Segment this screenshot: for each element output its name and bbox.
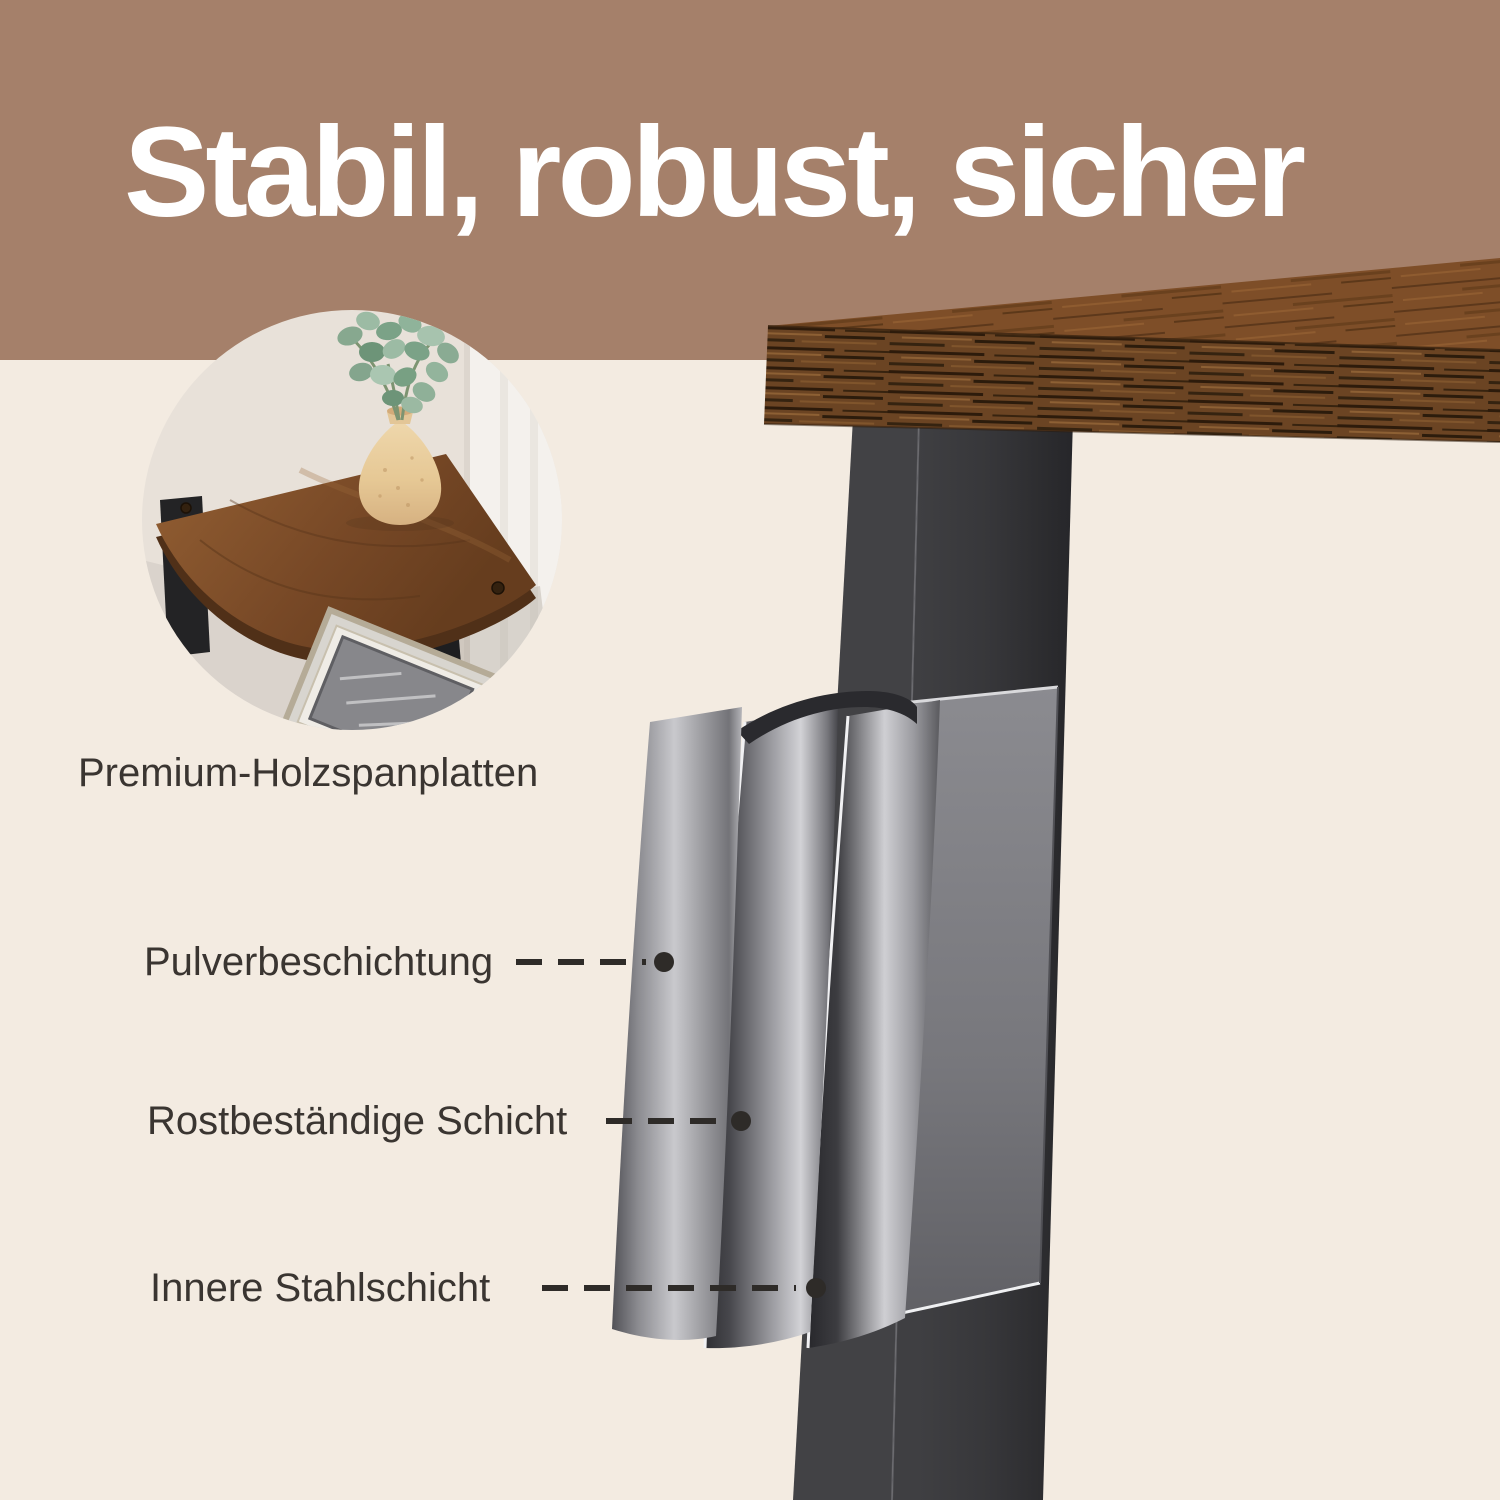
callout-label-inner-steel: Innere Stahlschicht <box>150 1266 491 1310</box>
tabletop <box>763 258 1500 443</box>
eucalyptus-plant <box>337 311 459 421</box>
callout-leaders <box>516 952 826 1298</box>
page-title: Stabil, robust, sicher <box>124 101 1306 244</box>
sheet-curl-top <box>737 691 917 744</box>
powder-coating-sheet-layer <box>612 707 742 1340</box>
picture-frame <box>278 606 505 730</box>
screw-hole <box>491 581 505 595</box>
inset-caption: Premium-Holzspanplatten <box>78 751 539 795</box>
inset-photo <box>142 310 562 730</box>
leader-dot-powder-coating <box>654 952 674 972</box>
callout-label-rust-resistant: Rostbeständige Schicht <box>147 1099 568 1143</box>
leader-dot-rust-resistant <box>731 1111 751 1131</box>
leader-dot-inner-steel <box>806 1278 826 1298</box>
callout-label-powder-coating: Pulverbeschichtung <box>144 940 494 984</box>
screw-hole <box>180 502 192 514</box>
corner-shelf <box>156 454 536 664</box>
